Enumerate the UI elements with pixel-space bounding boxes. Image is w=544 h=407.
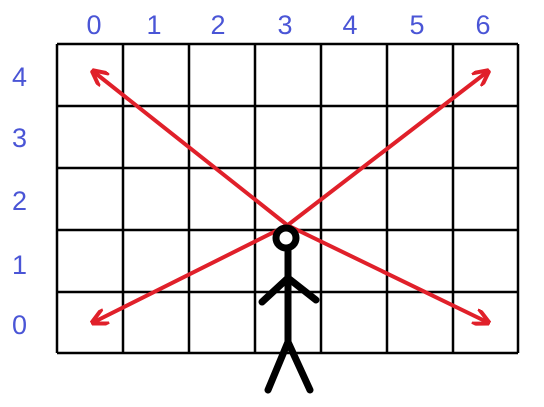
column-label-2: 2 (210, 10, 225, 40)
column-label-4: 4 (342, 10, 357, 40)
column-labels: 0 1 2 3 4 5 6 (86, 10, 490, 40)
arrow-up-left (94, 72, 290, 228)
row-label-3: 3 (12, 123, 27, 153)
stick-person (258, 224, 320, 394)
stick-person-left-leg (264, 338, 292, 394)
row-label-0: 0 (12, 310, 27, 340)
stick-person-right-arm (284, 274, 320, 304)
row-label-1: 1 (12, 250, 27, 280)
column-label-1: 1 (146, 10, 161, 40)
row-label-4: 4 (12, 62, 27, 92)
arrow-down-right (285, 223, 488, 322)
stick-person-left-arm (258, 274, 292, 306)
stick-person-head (272, 224, 300, 252)
direction-arrows (94, 72, 487, 322)
row-label-2: 2 (12, 186, 27, 216)
column-label-0: 0 (86, 10, 101, 40)
arrow-down-left (94, 223, 290, 322)
arrow-up-right (285, 72, 488, 228)
column-label-6: 6 (475, 10, 490, 40)
column-label-5: 5 (409, 10, 424, 40)
row-labels: 4 3 2 1 0 (12, 62, 27, 340)
column-label-3: 3 (277, 10, 292, 40)
stick-person-right-leg (284, 338, 314, 394)
